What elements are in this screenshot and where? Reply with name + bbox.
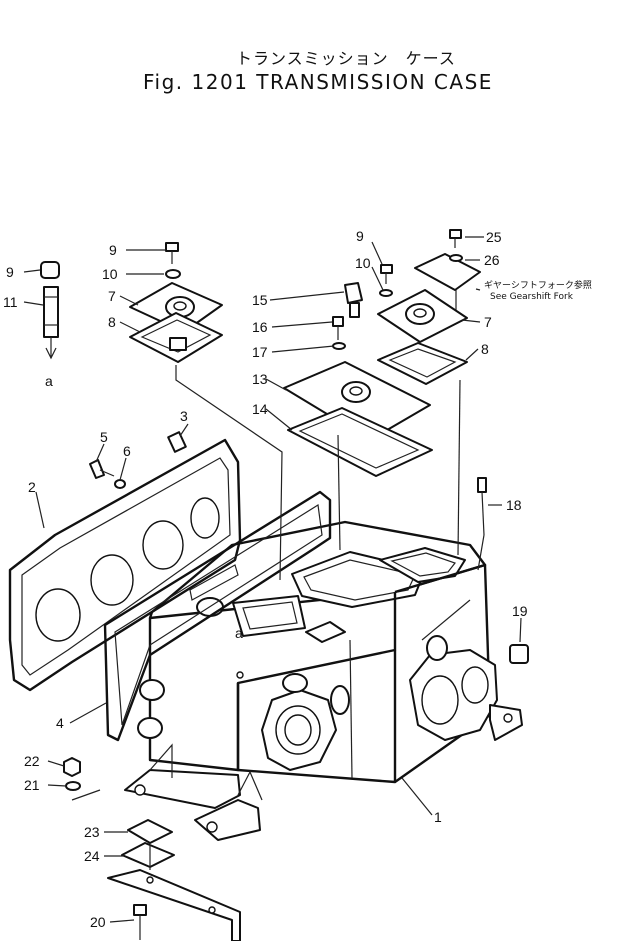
left-bolt-and-washer [165, 242, 181, 279]
callout-9-left: 9 [109, 242, 117, 258]
callout-18: 18 [506, 497, 522, 513]
pipe-and-plug [40, 261, 60, 360]
callout-12: 9 [6, 264, 14, 280]
callout-15: 15 [252, 292, 268, 308]
breather-fittings [332, 282, 363, 350]
callout-10-right: 10 [355, 255, 371, 271]
callout-19: 19 [512, 603, 528, 619]
callout-23: 23 [84, 824, 100, 840]
callout-9-right: 9 [356, 228, 364, 244]
nut-and-washer [63, 757, 81, 791]
callout-a-top: a [45, 373, 53, 389]
callout-22: 22 [24, 753, 40, 769]
callout-11: 11 [3, 294, 18, 310]
reference-note-japanese: ギヤーシフトフォーク参照 [484, 279, 592, 291]
callout-6: 6 [123, 443, 131, 459]
callout-10-left: 10 [102, 266, 118, 282]
callout-3: 3 [180, 408, 188, 424]
cover-plate [103, 490, 332, 742]
callout-4: 4 [56, 715, 64, 731]
callout-21: 21 [24, 777, 40, 793]
callout-a-case: a [235, 625, 243, 641]
cover-gasket [8, 438, 242, 692]
callout-8-right: 8 [481, 341, 489, 357]
callout-7-left: 7 [108, 288, 116, 304]
callout-14: 14 [252, 401, 268, 417]
shift-fork-plate [414, 229, 481, 291]
callout-20: 20 [90, 914, 106, 930]
mounting-bracket [107, 869, 241, 941]
figure-title: Fig. 1201 TRANSMISSION CASE [143, 70, 493, 94]
callout-16: 16 [252, 319, 268, 335]
callout-labels: 9 11 a 9 10 7 8 3 5 6 2 4 9 10 15 16 17 … [3, 228, 592, 930]
top-cover-plate [283, 361, 433, 477]
callout-2: 2 [28, 479, 36, 495]
callout-24: 24 [84, 848, 100, 864]
right-bolt-and-washer [379, 264, 393, 297]
callout-8-left: 8 [108, 314, 116, 330]
left-breather-cover [129, 282, 223, 363]
right-breather-cover [377, 289, 468, 385]
assembly-lines [71, 290, 485, 870]
transmission-case-body [124, 520, 523, 841]
callout-17: 17 [252, 344, 268, 360]
dipstick [477, 477, 487, 536]
drain-plug [509, 644, 529, 664]
callout-7-right: 7 [484, 314, 492, 330]
callout-13: 13 [252, 371, 268, 387]
leader-lines [23, 236, 522, 923]
callout-25: 25 [486, 229, 502, 245]
callout-26: 26 [484, 252, 500, 268]
reference-note-english: See Gearshift Fork [490, 292, 574, 302]
callout-5: 5 [100, 429, 108, 445]
callout-1: 1 [434, 809, 442, 825]
title-japanese: トランスミッション ケース [236, 49, 456, 68]
pin-bolt-washer [89, 431, 187, 489]
shims [121, 819, 175, 868]
